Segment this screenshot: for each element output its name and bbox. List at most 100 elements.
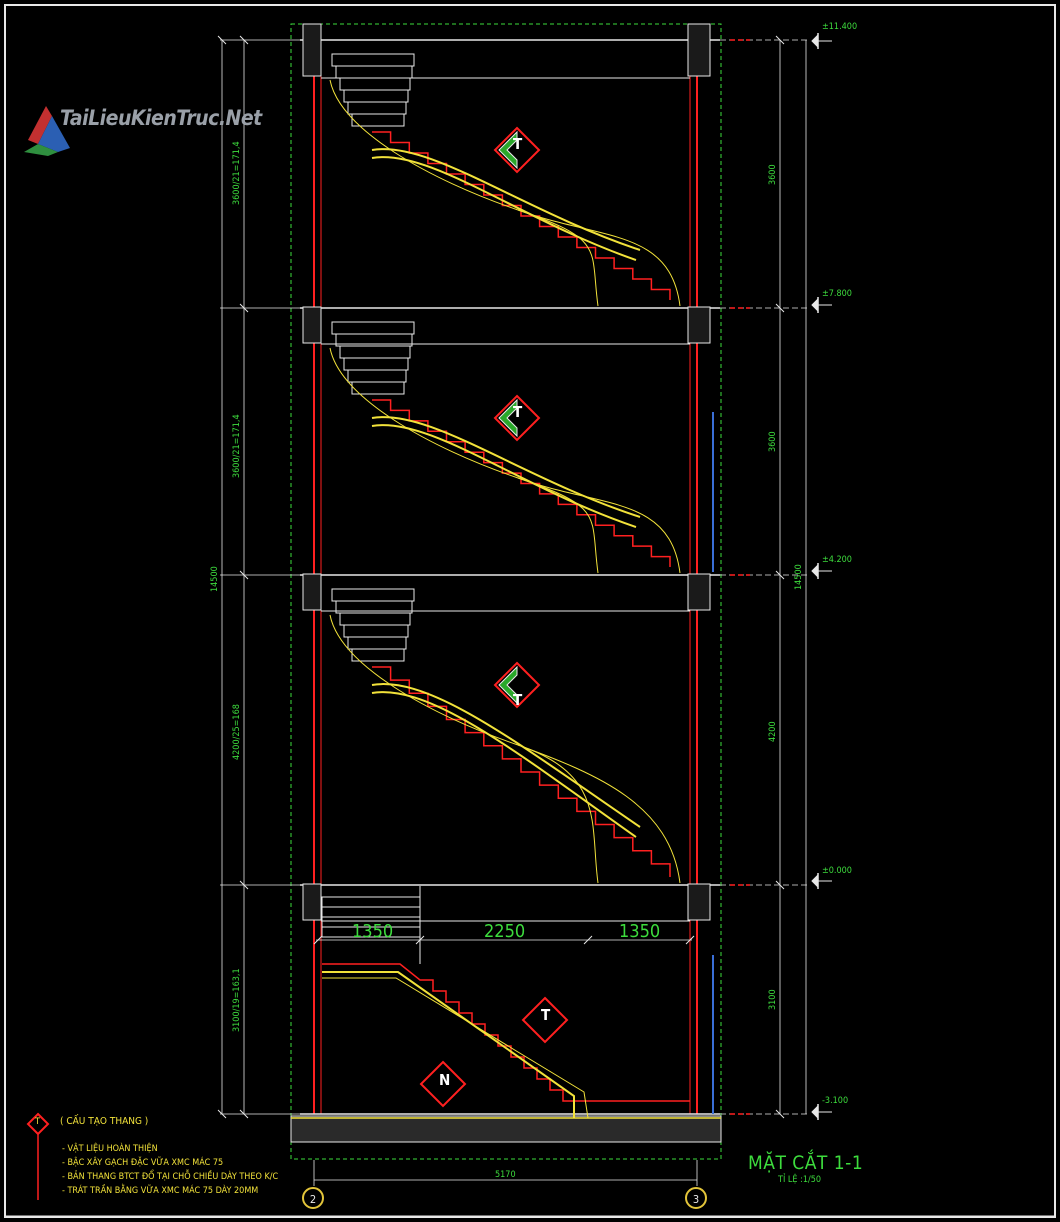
level-tri-0 — [811, 33, 819, 49]
dim-tick-right-3 — [775, 880, 785, 890]
level-tri-1 — [811, 297, 819, 313]
stringer-b-1 — [517, 477, 681, 574]
dim-tick-total-top — [217, 35, 227, 45]
watermark-text: TaiLieuKienTruc.Net — [60, 106, 262, 130]
level-label-4: ±0.000 — [822, 866, 852, 876]
stair-slab-a-2 — [371, 683, 641, 828]
tag-arrow-2 — [498, 665, 518, 705]
dim-right-floor3: 4200 — [768, 721, 778, 742]
stair-slab-a-1 — [371, 416, 641, 518]
dim-bottom-total: 5170 — [495, 1170, 516, 1180]
tag-diamond-0 — [493, 126, 541, 174]
stair-slab-b-2 — [371, 691, 637, 838]
dim-right-floor1: 3600 — [768, 164, 778, 185]
slab-left-top — [302, 23, 322, 77]
step-top-0-5 — [351, 113, 405, 127]
stair-run-0 — [372, 131, 671, 300]
dim-tick-left-0 — [239, 35, 249, 45]
dim-tick-right-0 — [775, 35, 785, 45]
legend-title: ( CẤU TẠO THANG ) — [60, 1116, 149, 1127]
dim-plan-c: 1350 — [619, 921, 661, 942]
dim-left-total: 14500 — [210, 566, 220, 592]
dim-tick-right-4 — [775, 1109, 785, 1119]
dim-tick-left-1 — [239, 303, 249, 313]
dim-tick-left-3 — [239, 880, 249, 890]
plan-dim-tick-1 — [415, 935, 425, 945]
section-title: MẶT CẮT 1-1 — [748, 1152, 864, 1174]
slab-right-2 — [687, 883, 711, 921]
dim-left-floor3: 4200/25=168 — [232, 704, 242, 760]
slab-right-1 — [687, 573, 711, 611]
section-outline — [290, 23, 722, 1160]
stringer-b-0 — [517, 209, 681, 307]
tag-arrow-1 — [498, 398, 518, 438]
slab-left-1 — [302, 573, 322, 611]
tag-diamond-2 — [493, 661, 541, 709]
ground-slab — [290, 1115, 722, 1143]
stair-slab-basement-a — [322, 971, 575, 1118]
stair-slab-b-1 — [371, 424, 637, 528]
level-tri-2 — [811, 563, 819, 579]
section-tag-1: T — [513, 135, 523, 153]
dim-tick-right-1 — [775, 303, 785, 313]
legend: T ( CẤU TẠO THANG ) - VẬT LIỆU HOÀN THIỆ… — [26, 1112, 326, 1207]
legend-item-4: - TRÁT TRẦN BẰNG VỮA XMC MÁC 75 DÀY 20MM — [62, 1186, 259, 1196]
legend-item-1: - VẬT LIỆU HOÀN THIỆN — [62, 1144, 158, 1154]
legend-item-3: - BẢN THANG BTCT ĐỔ TẠI CHỖ CHIỀU DÀY TH… — [62, 1172, 279, 1182]
section-tag-3: T — [513, 691, 523, 709]
dim-right-floor2: 3600 — [768, 431, 778, 452]
watermark: TaiLieuKienTruc.Net — [18, 100, 268, 160]
dim-tick-total-bot — [217, 1109, 227, 1119]
slab-right-top — [687, 23, 711, 77]
stair-slab-basement-b — [322, 977, 589, 1119]
tag-diamond-1 — [493, 394, 541, 442]
dim-right-total: 14500 — [794, 564, 804, 590]
plan-dim-tick-0 — [313, 935, 323, 945]
tag-arrow-0 — [498, 130, 518, 170]
dim-left-floor1: 3600/21=171,4 — [232, 141, 242, 205]
plan-dim-tick-3 — [685, 935, 695, 945]
slab-right-0 — [687, 306, 711, 344]
level-label-1: ±11.400 — [822, 22, 858, 32]
dim-tick-left-4 — [239, 1109, 249, 1119]
stringer-a-1 — [329, 347, 599, 574]
legend-symbol-icon — [26, 1112, 50, 1200]
dim-tick-left-2 — [239, 570, 249, 580]
section-tag-2: T — [513, 403, 523, 421]
stair-slab-b-0 — [371, 156, 637, 261]
plan-dim-tick-2 — [583, 935, 593, 945]
stringer-b-2 — [517, 744, 681, 884]
stair-run-1 — [372, 399, 671, 567]
step-top-1-5 — [351, 381, 405, 395]
section-scale: TỈ LỆ :1/50 — [778, 1175, 822, 1185]
level-label-2: ±7.800 — [822, 289, 852, 299]
level-label-5: -3.100 — [822, 1096, 849, 1106]
stair-run-2 — [372, 666, 671, 877]
slab-left-0 — [302, 306, 322, 344]
step-top-2-5 — [351, 648, 405, 662]
level-label-3: ±4.200 — [822, 555, 852, 565]
dim-right-floor4: 3100 — [768, 989, 778, 1010]
stringer-a-0 — [329, 79, 599, 307]
dim-left-floor2: 3600/21=171,4 — [232, 414, 242, 478]
section-tag-4: T — [541, 1006, 551, 1024]
dim-plan-a: 1350 — [352, 921, 394, 942]
level-tri-3 — [811, 873, 819, 889]
stringer-a-2 — [329, 614, 599, 884]
watermark-logo-icon — [24, 106, 70, 156]
n-tag: N — [439, 1071, 451, 1089]
tag-diamond-n — [419, 1060, 467, 1108]
level-tri-4 — [811, 1104, 819, 1120]
grid-bubble-2: 2 — [302, 1187, 324, 1209]
title-block: MẶT CẮT 1-1 TỈ LỆ :1/50 — [748, 1152, 863, 1185]
dim-tick-right-2 — [775, 570, 785, 580]
stair-slab-a-0 — [371, 148, 641, 251]
dim-left-floor4: 3100/19=163,1 — [232, 968, 242, 1032]
tag-diamond-3 — [521, 996, 569, 1044]
legend-symbol-label: T — [35, 1117, 40, 1127]
legend-item-2: - BẬC XÂY GẠCH ĐẶC VỮA XMC MÁC 75 — [62, 1158, 224, 1168]
slab-left-2 — [302, 883, 322, 921]
dim-plan-b: 2250 — [484, 921, 526, 942]
